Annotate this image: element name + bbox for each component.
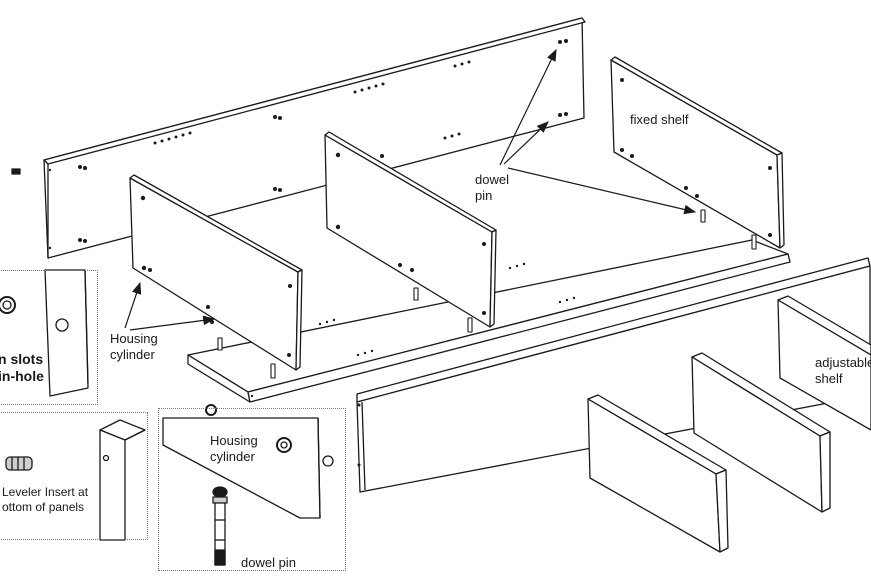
label-shelf: shelf	[815, 371, 843, 386]
label-pin-hole: in-hole	[0, 368, 44, 384]
loose-dowel	[11, 168, 21, 175]
label-cylinder: cylinder	[110, 347, 155, 362]
label-slots: n slots	[0, 351, 44, 367]
detail-housing-cylinder	[162, 404, 334, 519]
right-panel-fixed-shelf	[610, 56, 785, 249]
detail-box-leveler	[0, 412, 148, 540]
label-housing: Housing	[110, 331, 158, 346]
detail-leveler	[5, 419, 146, 541]
small-shelf-2	[691, 352, 831, 513]
label-leveler-1: Leveler Insert at	[2, 485, 89, 499]
detail-box-slots	[0, 270, 98, 405]
label-dowel-pin-detail: dowel pin	[241, 555, 296, 570]
label-pin: pin	[475, 188, 493, 203]
label-leveler-2: ottom of panels	[2, 500, 85, 514]
divider-middle	[324, 131, 497, 328]
adjustable-shelf	[777, 295, 871, 431]
dowel-pin-detail-icon	[212, 486, 228, 566]
front-shelf	[356, 257, 871, 493]
label-fixed-shelf: fixed shelf	[630, 112, 689, 127]
back-panel	[43, 17, 586, 259]
bottom-dowel-pins	[217, 209, 757, 379]
label-dowel: dowel	[475, 172, 509, 187]
small-shelf-1	[587, 394, 729, 553]
divider-left	[129, 174, 303, 371]
detail-slots	[0, 269, 89, 397]
label-adjustable: adjustable	[815, 355, 871, 370]
label-cylinder-detail: cylinder	[210, 449, 255, 464]
annotation-arrows	[124, 48, 697, 331]
label-housing-detail: Housing	[210, 433, 258, 448]
